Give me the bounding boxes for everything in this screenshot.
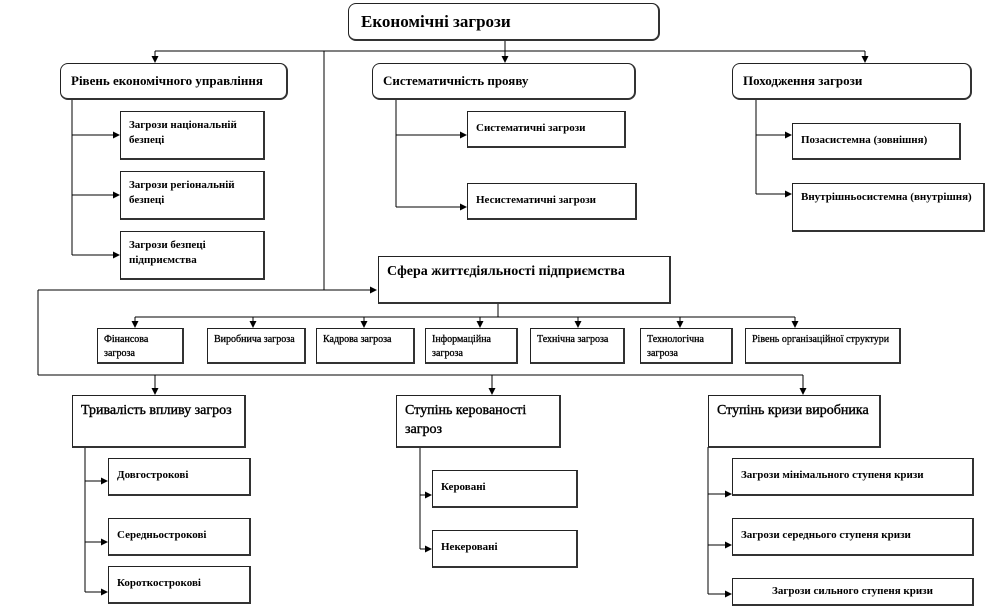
sphere-item: Інформаційна загроза (425, 328, 518, 364)
sphere-item: Технологічна загроза (640, 328, 733, 364)
level-item: Загрози національній безпеці (120, 111, 265, 160)
control-item: Некеровані (432, 530, 578, 568)
crisis-item: Загрози середнього ступеня кризи (732, 518, 974, 556)
origin-item: Внутрішньосистемна (внутрішня) (792, 183, 985, 232)
duration-item: Короткострокові (108, 566, 251, 604)
level-item: Загрози регіональній безпеці (120, 171, 265, 220)
crisis-node: Ступінь кризи виробника (708, 395, 881, 448)
level-item: Загрози безпеці підприємства (120, 231, 265, 280)
sphere-node: Сфера життєдіяльності підприємства (378, 256, 671, 304)
duration-item: Середньострокові (108, 518, 251, 556)
duration-node: Тривалість впливу загроз (72, 395, 246, 448)
level-node: Рівень економічного управління (60, 63, 288, 100)
sphere-item: Виробнича загроза (207, 328, 306, 364)
systematic-item: Несистематичні загрози (467, 183, 637, 220)
crisis-item: Загрози мінімального ступеня кризи (732, 458, 974, 496)
control-node: Ступінь керованості загроз (396, 395, 561, 448)
systematic-item: Систематичні загрози (467, 111, 626, 148)
systematic-node: Систематичність прояву (372, 63, 636, 100)
sphere-item: Рівень організаційної структури (745, 328, 901, 364)
sphere-item: Кадрова загроза (316, 328, 415, 364)
control-item: Керовані (432, 470, 578, 508)
duration-item: Довгострокові (108, 458, 251, 496)
origin-node: Походження загрози (732, 63, 972, 100)
sphere-item: Фінансова загроза (97, 328, 184, 364)
origin-item: Позасистемна (зовнішня) (792, 123, 961, 160)
crisis-item: Загрози сильного ступеня кризи (732, 578, 974, 606)
sphere-item: Технічна загроза (530, 328, 625, 364)
root-node: Економічні загрози (348, 3, 660, 41)
